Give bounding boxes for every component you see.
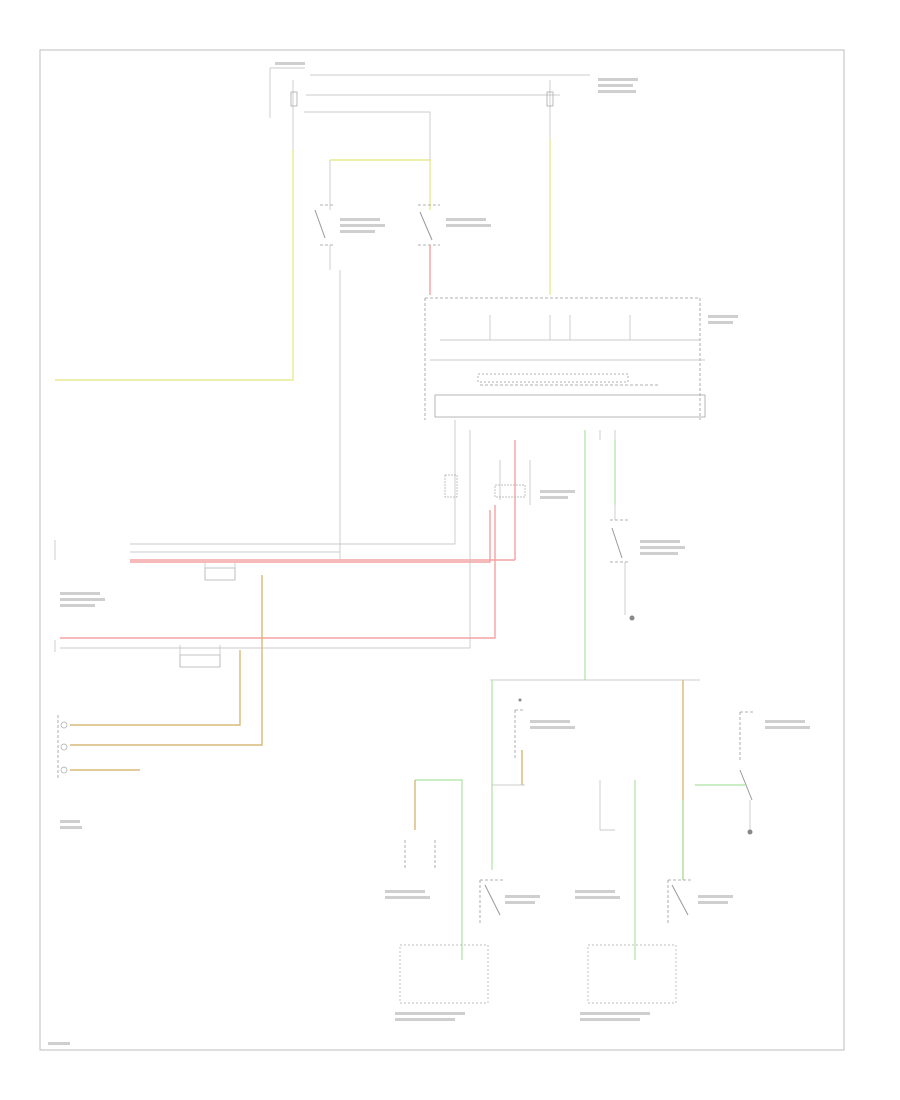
switch-stack-right [610,519,635,621]
left-connector-group [54,540,236,668]
connector-icon [444,474,526,498]
diagram-frame [39,49,845,1051]
switch-icon [314,209,326,239]
ground-icon [629,615,635,621]
sensor-right-mid [695,711,755,830]
switch-icon [611,527,623,559]
ground-icon [747,829,753,835]
illegible-text-blocks [48,62,810,1045]
wire-red-long-2 [130,510,491,563]
fuse-icon [290,91,298,107]
brake-switch-right [418,204,440,246]
brake-switch-left [314,190,341,560]
ecu-box-icon [399,944,489,1004]
wire-tan-1 [70,575,263,746]
wire-green-lower-left [415,779,463,960]
wire-tan-2 [70,650,241,726]
switch-icon [419,211,433,241]
fuse-block-top [269,67,590,150]
ecu-box-icon [587,944,677,1004]
fuse-icon [546,91,554,107]
wire-red-long-3 [60,505,496,639]
switch-icon [484,884,501,916]
switch-icon [739,769,753,801]
ground-icon [518,698,522,702]
switch-icon [671,884,689,916]
wire-yellow-junction [330,159,431,210]
module-lower-left [399,840,505,1004]
sensor-left-mid [492,709,525,786]
wire-yellow-left [55,150,294,381]
connector-icon [57,715,68,780]
module-lower-right [587,879,692,1004]
ecu-box-icon [424,297,706,420]
